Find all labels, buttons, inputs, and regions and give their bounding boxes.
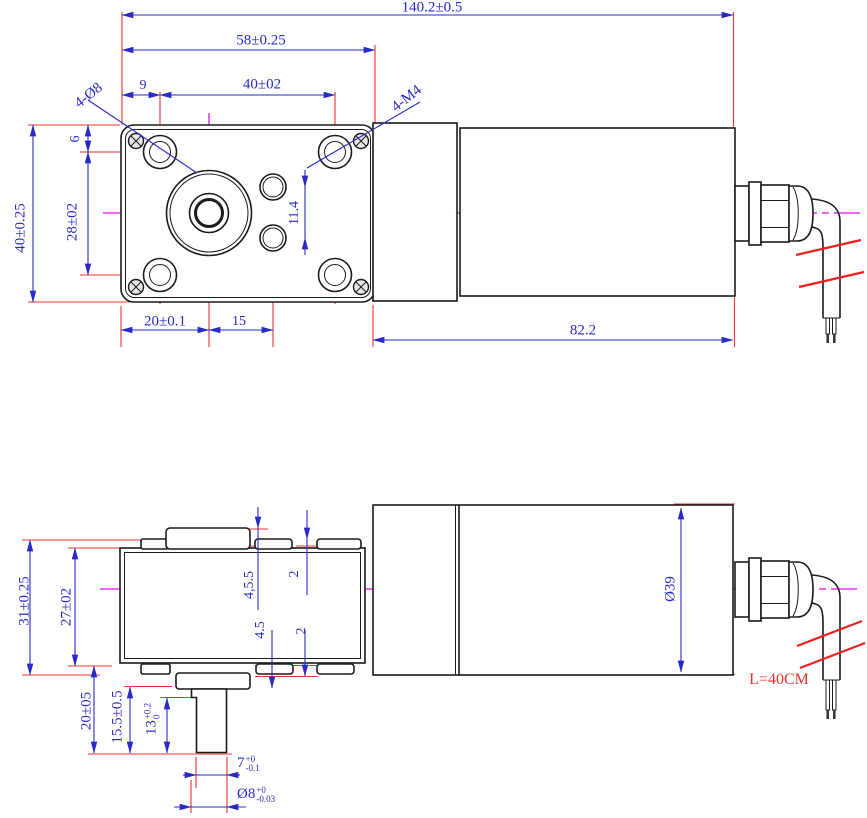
motor-body-side (372, 504, 734, 676)
dim-hole-spacing-horizontal: 40±02 (242, 76, 282, 93)
dim-shaft-diameter: Ø8+0-0.03 (237, 785, 276, 804)
output-shaft (190, 688, 228, 754)
dimension-lines-top (29, 11, 734, 344)
corner-screw-holes (127, 132, 370, 296)
dim-center-hole-offset: 15 (232, 314, 246, 329)
dim-top-boss-heights: 4,5.5 (242, 571, 257, 599)
dim-motor-length: 82.2 (569, 322, 597, 339)
dim-gearbox-width: 58±0.25 (236, 32, 286, 49)
power-cable-top (810, 198, 841, 343)
dim-overall-length: 140.2±0.5 (401, 0, 463, 16)
dim-overall-height: 31±0.25 (16, 576, 33, 626)
dim-shaft-length: 20±05 (78, 691, 95, 731)
bottom-tabs (140, 663, 355, 690)
worm-housing-outline (372, 122, 458, 302)
label-cable-length: L=40CM (749, 671, 809, 688)
motor-body-outline (459, 127, 736, 297)
dim-shaft-flat-width: 7+0-0.1 (237, 754, 260, 773)
center-pin-holes (259, 173, 287, 252)
dim-bottom-boss-height: 4.5 (253, 621, 268, 639)
power-cable-side (810, 574, 841, 719)
dim-center-hole-spacing: 11.4 (287, 201, 302, 225)
dim-gearbox-height: 40±0.25 (12, 203, 29, 253)
side-view (22, 503, 866, 813)
dim-hole-top-offset: 6 (68, 135, 83, 143)
mounting-boss-holes (142, 134, 353, 293)
dimension-lines-side (26, 507, 685, 811)
cable-gland-side (734, 557, 814, 622)
dim-shaft-step-length: 15.5±0.5 (109, 690, 126, 744)
dim-top-tab-height: 2 (287, 570, 302, 578)
dim-hole-spacing-vertical: 28±02 (64, 202, 81, 242)
cable-break-symbol-side (796, 619, 866, 670)
dim-body-height: 27±02 (58, 587, 75, 627)
cable-gland-top (734, 181, 814, 246)
dim-bottom-tab-height: 2 (294, 627, 309, 635)
dim-motor-diameter: Ø39 (662, 576, 679, 602)
top-view (28, 11, 865, 347)
output-hub (165, 169, 253, 257)
dim-shaft-center-offset: 20±0.1 (144, 313, 186, 330)
cable-break-symbol-top (795, 238, 865, 289)
top-tabs (140, 527, 362, 550)
gearbox-body-side (119, 547, 366, 664)
dim-hole-edge-offset: 9 (139, 78, 147, 93)
